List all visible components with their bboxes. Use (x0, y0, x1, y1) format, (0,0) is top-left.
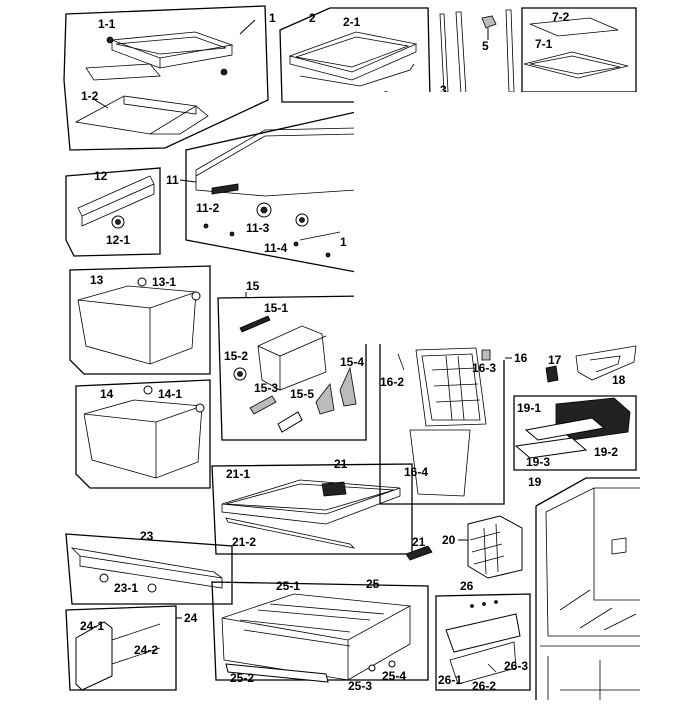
label-11-3: 11-3 (246, 221, 270, 235)
label-16-3: 16-3 (472, 361, 496, 375)
part-group-16: 16 16-2 16-3 16-4 (379, 344, 528, 505)
part-group-13: 13 13-1 (69, 265, 211, 375)
part-group-24: 24 24-1 24-2 (65, 605, 198, 691)
label-11-2: 11-2 (196, 201, 220, 215)
label-19-3: 19-3 (526, 455, 550, 469)
label-21-1: 21-1 (226, 467, 250, 481)
label-25-2: 25-2 (230, 671, 254, 685)
label-18: 18 (612, 373, 626, 387)
label-16: 16 (514, 351, 528, 365)
label-12-1: 12-1 (106, 233, 130, 247)
label-21-small: 21 (412, 535, 426, 549)
label-24-1: 24-1 (80, 619, 104, 633)
label-14: 14 (100, 387, 114, 401)
label-14-1: 14-1 (158, 387, 182, 401)
part-group-1: 1 1-1 1-2 (63, 5, 276, 151)
label-25-1: 25-1 (276, 579, 300, 593)
label-11: 11 (166, 173, 179, 187)
label-15: 15 (246, 279, 260, 293)
part-group-3-5: 3 5 (439, 9, 515, 97)
part-group-14: 14 14-1 (75, 379, 211, 489)
label-2: 2 (309, 11, 316, 25)
label-24-2: 24-2 (134, 643, 158, 657)
part-group-25: 25-1 25 25-2 25-3 25-4 (211, 577, 429, 693)
label-25-3: 25-3 (348, 679, 372, 693)
label-19-2: 19-2 (594, 445, 618, 459)
label-26-2: 26-2 (472, 679, 496, 693)
part-group-20-21b: 21 20 (405, 515, 523, 579)
part-group-7: 7-2 7-1 (521, 7, 637, 93)
label-26-3: 26-3 (504, 659, 528, 673)
label-24: 24 (184, 611, 198, 625)
label-15-2: 15-2 (224, 349, 248, 363)
label-13: 13 (90, 273, 104, 287)
label-7-1: 7-1 (535, 37, 553, 51)
label-1-1: 1-1 (98, 17, 116, 31)
label-16-4: 16-4 (404, 465, 428, 479)
refrigerator-cabinet (535, 477, 640, 700)
label-19-1: 19-1 (517, 401, 541, 415)
label-15-1: 15-1 (264, 301, 288, 315)
label-1: 1 (269, 11, 276, 25)
label-25-4: 25-4 (382, 669, 406, 683)
part-group-19: 19-1 19-2 19-3 19 (513, 395, 637, 489)
label-26-1: 26-1 (438, 673, 462, 687)
part-group-26: 26 26-1 26-2 26-3 (435, 579, 531, 693)
label-2-1: 2-1 (343, 15, 361, 29)
label-25: 25 (366, 577, 380, 591)
blank-occluding-panel (354, 92, 700, 344)
label-21: 21 (334, 457, 348, 471)
label-15-4: 15-4 (340, 355, 364, 369)
label-11-partial: 1 (340, 235, 347, 249)
label-13-1: 13-1 (152, 275, 176, 289)
part-group-21: 21-1 21 21-2 (211, 457, 413, 555)
label-21-2: 21-2 (232, 535, 256, 549)
part-group-12: 12 12-1 (65, 167, 161, 257)
label-23-1: 23-1 (114, 581, 138, 595)
part-group-2: 2 2-1 (279, 7, 431, 103)
label-5: 5 (482, 39, 489, 53)
part-group-11: 11 11-2 11-3 11-4 1 (166, 111, 357, 273)
label-17: 17 (548, 353, 562, 367)
label-7-2: 7-2 (552, 10, 570, 24)
label-15-5: 15-5 (290, 387, 314, 401)
label-26: 26 (460, 579, 474, 593)
label-15-3: 15-3 (254, 381, 278, 395)
label-16-2: 16-2 (380, 375, 404, 389)
part-group-17-18: 17 18 (545, 345, 637, 387)
part-group-23: 23 23-1 (65, 529, 233, 605)
label-19: 19 (528, 475, 542, 489)
label-11-4: 11-4 (264, 241, 288, 255)
label-1-2: 1-2 (81, 89, 99, 103)
label-12: 12 (94, 169, 108, 183)
label-20: 20 (442, 533, 456, 547)
part-group-15: 15 15-1 15-2 15-3 15-4 15-5 (217, 279, 367, 441)
label-23: 23 (140, 529, 154, 543)
label-3: 3 (440, 83, 447, 97)
